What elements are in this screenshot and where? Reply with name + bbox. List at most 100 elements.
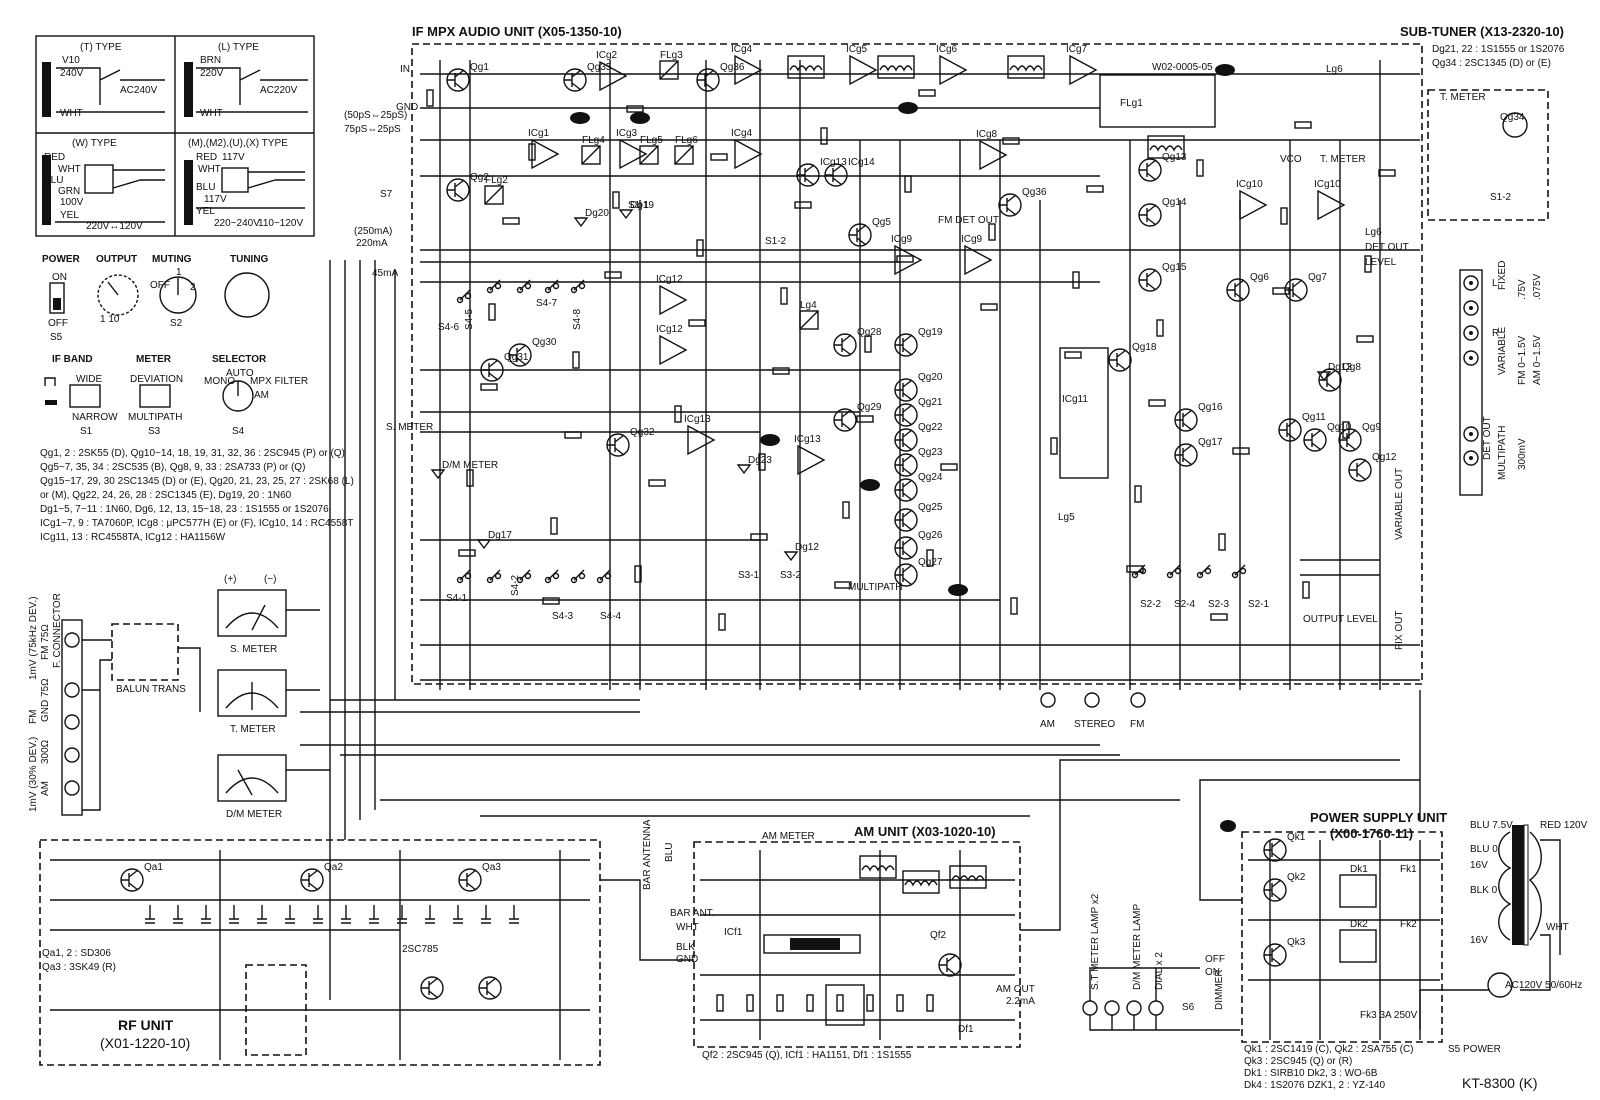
resistor [820, 127, 828, 145]
opamp-symbol [797, 444, 826, 476]
resistor [1294, 121, 1312, 129]
parts-line-7: ICg11, 13 : RC4558TA, ICg12 : HA1156W [40, 532, 226, 543]
resistor [896, 255, 914, 263]
filter-slash [581, 145, 601, 165]
balun-label: BALUN TRANS [116, 684, 186, 695]
ps-part-4: Dk4 : 1S2076 DZK1, 2 : YZ-140 [1244, 1080, 1385, 1091]
transistor-leads [1175, 409, 1193, 431]
ant-am-dev: 1mV (30% DEV.) [28, 737, 39, 812]
opamp-symbol [659, 334, 688, 366]
filter-label: Lg4 [800, 300, 817, 311]
transistor-leads [1279, 419, 1297, 441]
power-label: POWER [42, 254, 81, 265]
wire [420, 73, 1420, 283]
transistor-leads [1139, 269, 1157, 291]
switch-contact [494, 282, 502, 290]
opamp-symbol [659, 284, 688, 316]
capacitor [257, 905, 267, 924]
type-m-blu: BLU [196, 182, 215, 193]
switch-lever [599, 569, 611, 581]
transistor-label: Qa3 [482, 862, 501, 873]
switch-contact [578, 572, 586, 580]
coil-box [787, 55, 825, 79]
transistor-leads [834, 334, 852, 356]
transistor-label: Qg25 [918, 502, 943, 513]
opamp-symbol [939, 54, 968, 86]
switch-contact [1204, 567, 1212, 575]
det-label: W02-0005-05 [1152, 62, 1213, 73]
if-wide: WIDE [76, 374, 102, 385]
parts-list: Qg1, 2 : 2SK55 (D), Qg10~14, 18, 19, 31,… [40, 448, 354, 543]
type-m-wht: WHT [198, 164, 221, 175]
meter-multipath: MULTIPATH [128, 412, 182, 423]
sw-s4-1: S4-1 [446, 593, 468, 604]
opamp-symbol [849, 54, 878, 86]
out-r: R [1492, 328, 1499, 339]
filter-block [484, 185, 504, 205]
label-250ma: (250mA) [354, 226, 392, 237]
transistor-label: Qk2 [1287, 872, 1306, 883]
transistor-leads [1264, 944, 1282, 966]
model-label: KT-8300 (K) [1462, 1075, 1537, 1091]
resistor [918, 89, 936, 97]
switch-contact [516, 286, 524, 294]
resistor [1002, 137, 1020, 145]
lamp-dimmer: DIMMER [1214, 969, 1225, 1010]
type-m-yel: YEL [196, 206, 215, 217]
type-l-title: (L) TYPE [218, 42, 259, 53]
capacitor [453, 905, 463, 924]
transistor-label: Qa1 [144, 862, 163, 873]
transistor-leads [895, 404, 913, 426]
type-t-240v: 240V [60, 68, 84, 79]
label-dev-meter: MULTIPATH [848, 582, 902, 593]
ps-wht: WHT [1546, 922, 1569, 933]
lamp-on: ON [1205, 967, 1220, 978]
fk1-label: Fk1 [1400, 864, 1417, 875]
transistor-leads [447, 69, 465, 91]
resistor [1010, 597, 1018, 615]
coil-box [877, 55, 915, 79]
power-on-label: ON [52, 272, 67, 283]
resistor [904, 175, 912, 193]
resistor [648, 479, 666, 487]
out-l: L [1492, 278, 1498, 289]
out-fixed: FIXED [1497, 261, 1508, 290]
resistor [696, 239, 704, 257]
transistor-label: Qg22 [918, 422, 943, 433]
ps-red-120: RED 120V [1540, 820, 1588, 831]
switch-lever [489, 569, 501, 581]
resistor [1134, 485, 1142, 503]
transistor-leads [895, 334, 913, 356]
transistor-label: Qg29 [857, 402, 882, 413]
type-l-wht: WHT [200, 108, 223, 119]
opamp-label: ICg13 [794, 434, 821, 445]
coil [1009, 65, 1043, 72]
type-l-brn: BRN [200, 55, 221, 66]
capacitor [201, 905, 211, 924]
rf-unit-title-1: RF UNIT [118, 1017, 174, 1033]
switch-contact [486, 576, 494, 584]
sub-tuner-diodes: Dg21, 22 : 1S1555 or 1S2076 [1432, 44, 1565, 55]
transistor-label: Qg19 [918, 327, 943, 338]
resistor [1364, 255, 1372, 273]
resistor [488, 303, 496, 321]
lamp-dm-meter: D/M METER LAMP [1132, 904, 1143, 990]
resistor [1280, 207, 1288, 225]
coil [1149, 145, 1183, 152]
filter-label: FLg6 [675, 135, 698, 146]
opamp-symbol [979, 139, 1008, 171]
voltage-type-panel: (T) TYPE V10 240V WHT AC240V (L) TYPE BR… [35, 35, 315, 237]
out-level-label: OUTPUT LEVEL [1303, 614, 1378, 625]
switch-lever [519, 279, 531, 291]
resistor [1272, 287, 1290, 295]
am-unit-title: AM UNIT (X03-1020-10) [854, 824, 996, 839]
muting-switch-id: S2 [170, 318, 183, 329]
switch-contact [1139, 567, 1147, 575]
fk3-label: Fk3 3A 250V [1360, 1010, 1418, 1021]
capacitor [145, 905, 155, 924]
type-w-wht: WHT [58, 164, 81, 175]
out-variable-out: VARIABLE OUT [1394, 468, 1405, 540]
ps-s5-power: S5 POWER [1448, 1044, 1501, 1055]
indicator-lamps: AM STEREO FM S.T METER LAMP x2 D/M METER… [1040, 692, 1240, 1031]
transistor-leads [607, 434, 625, 456]
